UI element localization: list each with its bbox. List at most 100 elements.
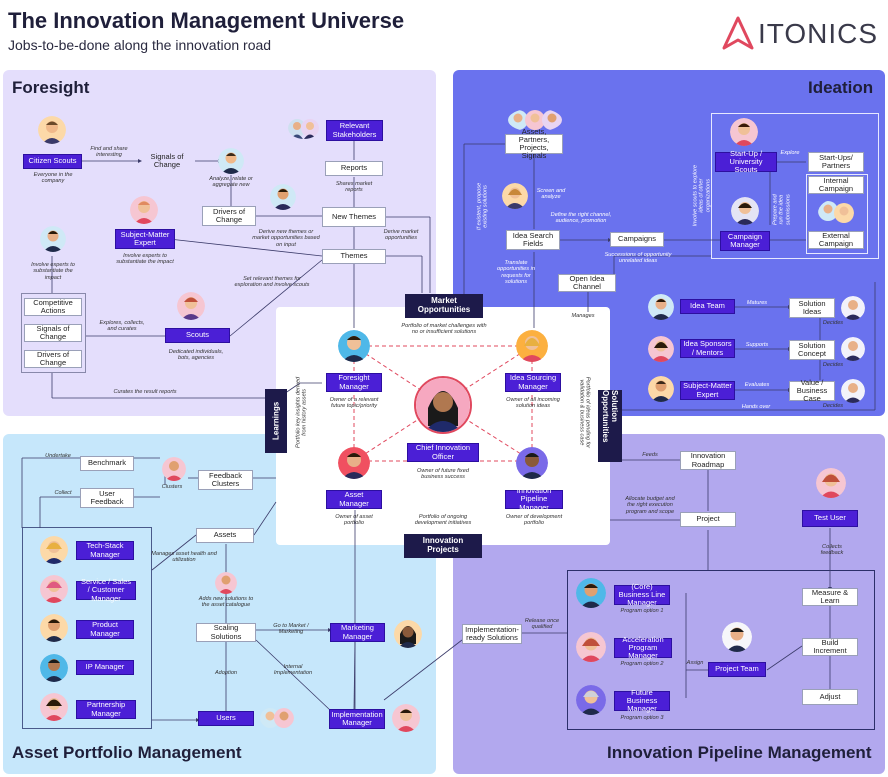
acceleration-box: Acceleration Program Manager [614, 635, 672, 660]
pipeline-manager-note: Owner of development portfolio [505, 514, 563, 527]
pipeline-program-frame [567, 570, 875, 730]
project-team-avatar [722, 622, 752, 652]
supports-note: Supports [745, 342, 769, 348]
startups-partners-box: Start-Ups/ Partners [808, 152, 864, 172]
internal-campaign-box: Internal Campaign [808, 176, 864, 194]
citizen-scouts-box: Citizen Scouts [23, 154, 82, 169]
partnership-manager-box: Partnership Manager [76, 700, 136, 719]
campaign-manager-box: Campaign Manager [720, 231, 770, 251]
themes-box: Themes [322, 249, 386, 264]
reports-box: Reports [325, 161, 383, 176]
hands-over-note: Hands over [741, 404, 771, 410]
acceleration-avatar [576, 632, 606, 662]
open-idea-channel-box: Open Idea Channel [558, 274, 616, 292]
campaigns-box: Campaigns [610, 232, 664, 247]
tech-stack-avatar [40, 536, 68, 564]
test-user-avatar [816, 468, 846, 498]
learnings-tab: Learnings [265, 389, 287, 453]
explore-note: Explore [780, 150, 800, 156]
competitive-actions-box: Competitive Actions [24, 298, 82, 316]
test-user-box: Test User [802, 510, 858, 527]
idea-search-avatar [502, 183, 528, 209]
go-to-market-note: Go to Market / Marketing [273, 623, 309, 636]
market-opportunities-box: Market Opportunities [405, 294, 483, 318]
solution-opportunities-note: Portfolio of ideas pending for validatio… [578, 376, 591, 449]
scouts-box: Scouts [165, 328, 230, 343]
explores-note: Explores, collects, and curates [99, 320, 145, 333]
external-campaign-avatars [818, 199, 854, 227]
pipeline-manager-avatar [516, 447, 548, 479]
sme-foresight-note: Involve experts to substantiate the impa… [116, 253, 174, 266]
scouts-note: Dedicated individuals, bots, agencies [168, 349, 224, 362]
scouts-avatar [177, 292, 205, 320]
external-campaign-box: External Campaign [808, 231, 864, 249]
assign-note: Assign [686, 660, 704, 666]
translate-note: Translate opportunities in requests for … [497, 260, 535, 286]
measure-learn-box: Measure & Learn [802, 588, 858, 606]
build-increment-box: Build Increment [802, 638, 858, 656]
impl-ready-box: Implementation-ready Solutions [462, 624, 522, 644]
adjust-box: Adjust [802, 689, 858, 705]
tech-stack-box: Tech-Stack Manager [76, 541, 134, 560]
clusters-avatar [162, 457, 186, 481]
citizen-scouts-note: Everyone in the company [33, 172, 73, 185]
adds-solutions-note: Adds new solutions to the asset catalogu… [198, 596, 254, 609]
project-team-box: Project Team [708, 662, 766, 677]
marketing-manager-avatar [394, 620, 422, 648]
feedback-clusters-box: Feedback Clusters [198, 470, 253, 490]
solution-concept-avatar [841, 337, 865, 361]
ip-manager-box: IP Manager [76, 660, 134, 675]
program-2-note: Program option 2 [620, 661, 664, 667]
collect-note: Collect [54, 490, 72, 496]
marketing-manager-box: Marketing Manager [330, 623, 385, 642]
logo-text: ITONICS [758, 18, 879, 49]
adoption-note: Adoption [214, 670, 238, 676]
future-bm-avatar [576, 685, 606, 715]
internal-impl-note: Internal Implementation [273, 664, 313, 677]
involve-experts-note: Involve experts to substantiate the impa… [31, 262, 75, 281]
if-existing-note: If existent, propose existing solutions [476, 182, 489, 231]
curates-reports-note: Curates the result reports [113, 389, 177, 395]
undertake-note: Undertake [45, 453, 71, 459]
benchmark-box: Benchmark [80, 456, 134, 471]
screen-analyze-note: Screen and analyze [536, 188, 566, 201]
decides-note-2: Decides [822, 362, 844, 368]
page-subtitle: Jobs-to-be-done along the innovation roa… [8, 37, 272, 53]
new-themes-avatar [270, 184, 296, 210]
set-themes-note: Set relevant themes for exploration and … [234, 276, 310, 289]
implementation-manager-box: Implementation Manager [329, 709, 385, 729]
foresight-signals-frame [21, 293, 86, 373]
adds-solutions-avatar [215, 572, 237, 594]
derive-market-note: Derive market opportunities [383, 229, 419, 242]
release-once-note: Release once qualified [524, 618, 560, 631]
idea-sponsors-box: Idea Sponsors / Mentors [680, 339, 735, 358]
citizen-scouts-avatar [38, 116, 66, 144]
shares-reports-note: Shares market reports [335, 181, 373, 194]
drivers-of-change-box: Drivers of Change [202, 206, 256, 226]
idea-sourcing-note: Owner of all incoming solution ideas [506, 397, 560, 410]
market-note: Portfolio of market challenges with no o… [401, 323, 487, 336]
analyze-note: Analyze, relate or aggregate new [209, 176, 253, 189]
signals-of-change-box-2: Signals of Change [24, 324, 82, 342]
feeds-note: Feeds [642, 452, 658, 458]
asset-manager-note: Owner of asset portfolio [335, 514, 373, 527]
value-case-avatar [841, 379, 865, 403]
foresight-manager-box: Foresight Manager [326, 373, 382, 392]
user-feedback-box: User Feedback [80, 488, 134, 508]
implementation-manager-avatar [392, 704, 420, 732]
program-1-note: Program option 1 [620, 608, 664, 614]
evaluates-note: Evaluates [744, 382, 770, 388]
idea-sponsors-avatar [648, 336, 674, 362]
collects-feedback-note: Collects feedback [820, 544, 844, 557]
allocate-note: Allocate budget and the right execution … [625, 496, 675, 515]
new-themes-box: New Themes [322, 207, 386, 227]
innovation-roadmap-box: Innovation Roadmap [680, 451, 736, 470]
idea-sourcing-manager-avatar [516, 330, 548, 362]
assets-box: Assets [196, 528, 254, 543]
campaign-manager-avatar [731, 197, 759, 225]
projects-note: Portfolio of ongoing development initiat… [414, 514, 472, 527]
analyst-avatar [218, 148, 244, 174]
idea-sourcing-manager-box: Idea Sourcing Manager [505, 373, 561, 392]
portfolio-title: Asset Portfolio Management [12, 743, 242, 762]
